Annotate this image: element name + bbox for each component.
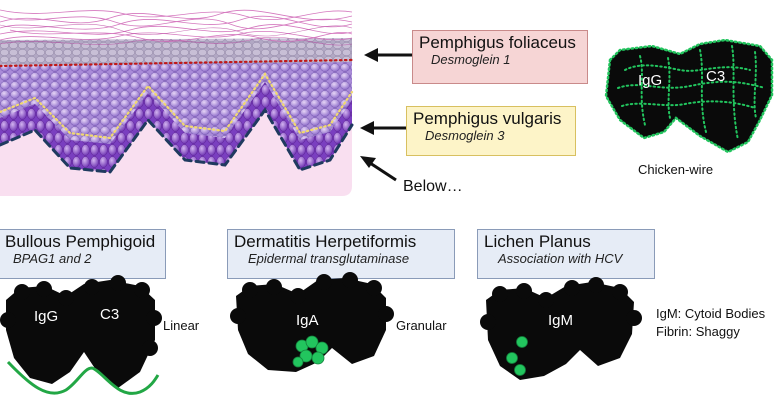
- bullous-pemphigoid-c3-label: C3: [100, 306, 120, 323]
- dermatitis-herpetiformis-box: Dermatitis Herpetiformis Epidermal trans…: [227, 229, 455, 279]
- pemphigus-foliaceus-title: Pemphigus foliaceus: [419, 33, 576, 52]
- chicken-wire-caption: Chicken-wire: [638, 162, 714, 177]
- pemphigus-vulgaris-antigen: Desmoglein 3: [425, 127, 505, 143]
- dermatitis-herpetiformis-antigen: Epidermal transglutaminase: [248, 250, 410, 266]
- skin-section-illustration: [0, 9, 354, 196]
- dermatitis-herpetiformis-title: Dermatitis Herpetiformis: [234, 232, 417, 251]
- chicken-wire-igg-label: IgG: [638, 72, 663, 89]
- pemphigus-foliaceus-box: Pemphigus foliaceus Desmoglein 1: [412, 30, 588, 84]
- lichen-planus-box: Lichen Planus Association with HCV: [477, 229, 655, 279]
- dermatitis-herpetiformis-pattern: Granular: [396, 318, 447, 333]
- lichen-planus-association: Association with HCV: [498, 250, 623, 266]
- bullous-pemphigoid-pattern: Linear: [163, 318, 200, 333]
- lichen-planus-igm-note: IgM: Cytoid Bodies: [656, 306, 766, 321]
- lichen-planus-fibrin-note: Fibrin: Shaggy: [656, 324, 740, 339]
- bullous-pemphigoid-box: Bullous Pemphigoid BPAG1 and 2: [0, 229, 166, 279]
- below-label: Below…: [403, 178, 463, 195]
- chicken-wire-c3-label: C3: [706, 68, 726, 85]
- pemphigus-foliaceus-antigen: Desmoglein 1: [431, 51, 511, 67]
- lichen-planus-igm-label: IgM: [548, 312, 574, 329]
- dermatitis-herpetiformis-iga-label: IgA: [296, 312, 319, 329]
- pemphigus-vulgaris-title: Pemphigus vulgaris: [413, 109, 562, 128]
- bullous-pemphigoid-title: Bullous Pemphigoid: [5, 232, 156, 251]
- bullous-pemphigoid-antigen: BPAG1 and 2: [13, 250, 92, 266]
- lichen-planus-title: Lichen Planus: [484, 232, 591, 251]
- bullous-pemphigoid-igg-label: IgG: [34, 308, 59, 325]
- pemphigus-vulgaris-box: Pemphigus vulgaris Desmoglein 3: [406, 106, 576, 156]
